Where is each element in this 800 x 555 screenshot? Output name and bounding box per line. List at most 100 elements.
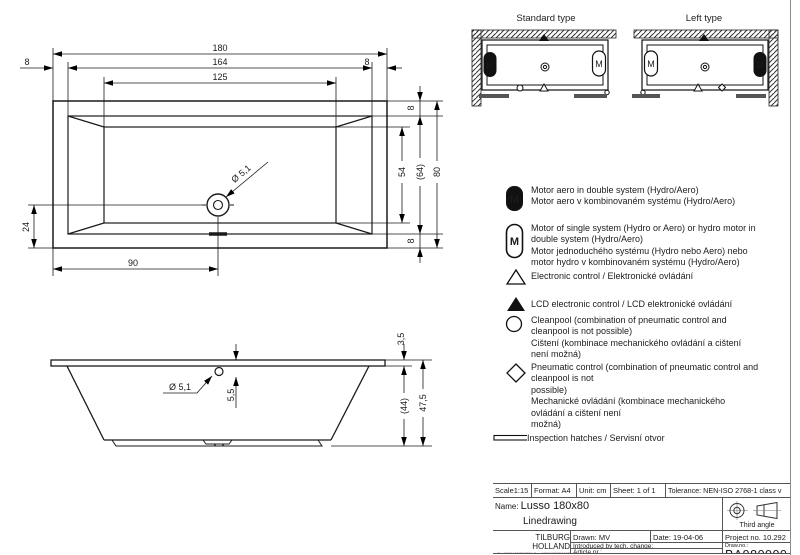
side-dimension-lines <box>163 344 432 447</box>
circle-icon <box>505 315 523 333</box>
dim-label: (44) <box>399 398 409 414</box>
dim-label: 3,5 <box>396 333 406 346</box>
plan-view: 180 8 164 8 125 8 54 (64) 80 8 24 90 Ø 5… <box>20 43 443 276</box>
legend-item-text: Electronic control / Elektronické ovládá… <box>531 271 694 281</box>
title-block-bottom-border <box>493 553 791 554</box>
title-block: Scale1:15 Format: A4 Unit: cm Sheet: 1 o… <box>493 483 791 554</box>
dim-label: 8 <box>364 57 369 67</box>
legend-item-text: LCD electronic control / LCD elektronick… <box>531 299 733 309</box>
introduced-cell: Introduced by tech. change: <box>570 542 722 548</box>
motor-letter: M <box>647 59 655 69</box>
dim-label: 8 <box>24 57 29 67</box>
tub-outline-side <box>50 359 386 447</box>
dim-label: (64) <box>415 164 425 180</box>
dim-label: 125 <box>212 72 227 82</box>
electronic-control-symbol <box>539 82 549 92</box>
legend-item-text: Pneumatic control (combination of pneuma… <box>531 362 759 430</box>
triangle-filled-icon <box>507 297 525 311</box>
standard-type-label: Standard type <box>516 13 576 24</box>
electronic-control-symbol <box>693 82 703 92</box>
dim-label: 164 <box>212 57 227 67</box>
company-telfax: Tel 0031135753726 Fax 0031135750092 <box>495 551 570 553</box>
name-label: Name: <box>495 502 519 511</box>
diamond-icon <box>506 363 526 383</box>
article-nr-cell: Article nr.: <box>570 548 722 553</box>
draw-no-cell: Draw.no.: BA980000 <box>722 542 791 553</box>
drawn-cell: Drawn: MV <box>570 530 650 542</box>
motor-letter: M <box>595 59 603 69</box>
drain-diameter-label: Ø 5,1 <box>229 163 252 185</box>
third-angle-icon <box>726 501 781 520</box>
side-dimension-labels: Ø 5,1 5,5 3,5 (44) 47,5 <box>169 333 428 414</box>
draw-no-label: Draw.no.: <box>725 543 749 549</box>
legend-item-text: Motor aero in double system (Hydro/Aero)… <box>531 185 736 207</box>
label-backgrounds <box>396 158 443 186</box>
company-city: TILBURG <box>535 533 570 542</box>
dim-label: 54 <box>397 167 407 177</box>
legend-item: M Motor aero in double system (Hydro/Aer… <box>497 185 793 212</box>
legend-item: LCD electronic control / LCD elektronick… <box>497 295 793 313</box>
company-cell: TILBURG HOLLAND Tel 0031135753726 Fax 00… <box>493 530 570 553</box>
inspection-hatch-icon <box>493 434 527 441</box>
draw-no-value: BA980000 <box>725 549 791 553</box>
motor-letter: M <box>510 236 519 248</box>
plan-dimension-lines <box>20 48 443 276</box>
motor-filled-icon: M <box>506 186 523 211</box>
legend-item-text: Cleanpool (combination of pneumatic cont… <box>531 315 742 360</box>
third-angle-cell: Third angle <box>722 497 791 530</box>
dim-label: 24 <box>21 222 31 232</box>
motor-letter: M <box>756 60 764 70</box>
tub-outline-plan <box>52 100 388 249</box>
dim-label: 47,5 <box>418 394 428 412</box>
motor-letter: M <box>486 60 494 70</box>
cleanpool-symbol <box>516 84 524 92</box>
legend-item: Inspection hatches / Servisní otvor <box>493 433 793 444</box>
tolerance-cell: Tolerance: NEN-ISO 2768-1 class v <box>665 483 791 497</box>
drain-symbol <box>540 62 550 72</box>
drain-symbol <box>700 62 710 72</box>
standard-type-diagram: M M <box>471 29 617 107</box>
side-view: Ø 5,1 5,5 3,5 (44) 47,5 <box>50 333 432 447</box>
sheet-cell: Sheet: 1 of 1 <box>610 483 665 497</box>
drain-diameter-label: Ø 5,1 <box>169 382 191 392</box>
project-no-cell: Project no. 10.292 <box>722 530 791 542</box>
left-type-label: Left type <box>685 13 723 24</box>
motor-single-symbol: M <box>591 50 607 77</box>
name-value: Lusso 180x80 <box>520 500 590 512</box>
triangle-outline-icon <box>505 268 527 285</box>
label-backgrounds <box>398 389 429 419</box>
dim-label: 90 <box>128 258 138 268</box>
legend-item: Pneumatic control (combination of pneuma… <box>497 362 793 430</box>
motor-single-symbol: M <box>643 50 659 77</box>
date-cell: Date: 19-04-06 <box>650 530 722 542</box>
scale-cell: Scale1:15 <box>493 483 531 497</box>
format-cell: Format: A4 <box>531 483 576 497</box>
dim-label: 80 <box>432 167 442 177</box>
inspection-hatch-bar <box>632 94 766 98</box>
company-country: HOLLAND <box>532 542 570 551</box>
left-type-diagram: M M <box>632 29 779 107</box>
lcd-control-symbol <box>699 34 709 41</box>
page-right-border <box>790 0 791 555</box>
dim-label: 8 <box>406 238 416 243</box>
drawing-subtitle: Linedrawing <box>523 516 577 527</box>
third-angle-caption: Third angle <box>739 522 775 529</box>
pneumatic-control-symbol <box>717 83 727 92</box>
legend-item-text: Motor of single system (Hydro or Aero) o… <box>531 223 756 268</box>
dim-label: 8 <box>406 105 416 110</box>
legend-item: Cleanpool (combination of pneumatic cont… <box>497 315 793 361</box>
unit-cell: Unit: cm <box>576 483 610 497</box>
motor-letter: M <box>510 194 519 206</box>
legend-item: Electronic control / Elektronické ovládá… <box>497 268 793 286</box>
motor-aero-symbol: M <box>483 52 497 77</box>
lcd-control-symbol <box>539 34 549 41</box>
name-cell: Name: Lusso 180x80 Linedrawing <box>493 497 722 530</box>
dim-label: 5,5 <box>226 389 236 402</box>
legend-item: M Motor of single system (Hydro or Aero)… <box>497 223 793 269</box>
inspection-hatch-bar <box>479 94 607 98</box>
overflow-hole <box>214 366 224 377</box>
legend-item-text: Inspection hatches / Servisní otvor <box>527 433 665 443</box>
dim-label: 180 <box>212 43 227 53</box>
plan-dimension-labels: 180 8 164 8 125 8 54 (64) 80 8 24 90 Ø 5… <box>21 43 442 268</box>
